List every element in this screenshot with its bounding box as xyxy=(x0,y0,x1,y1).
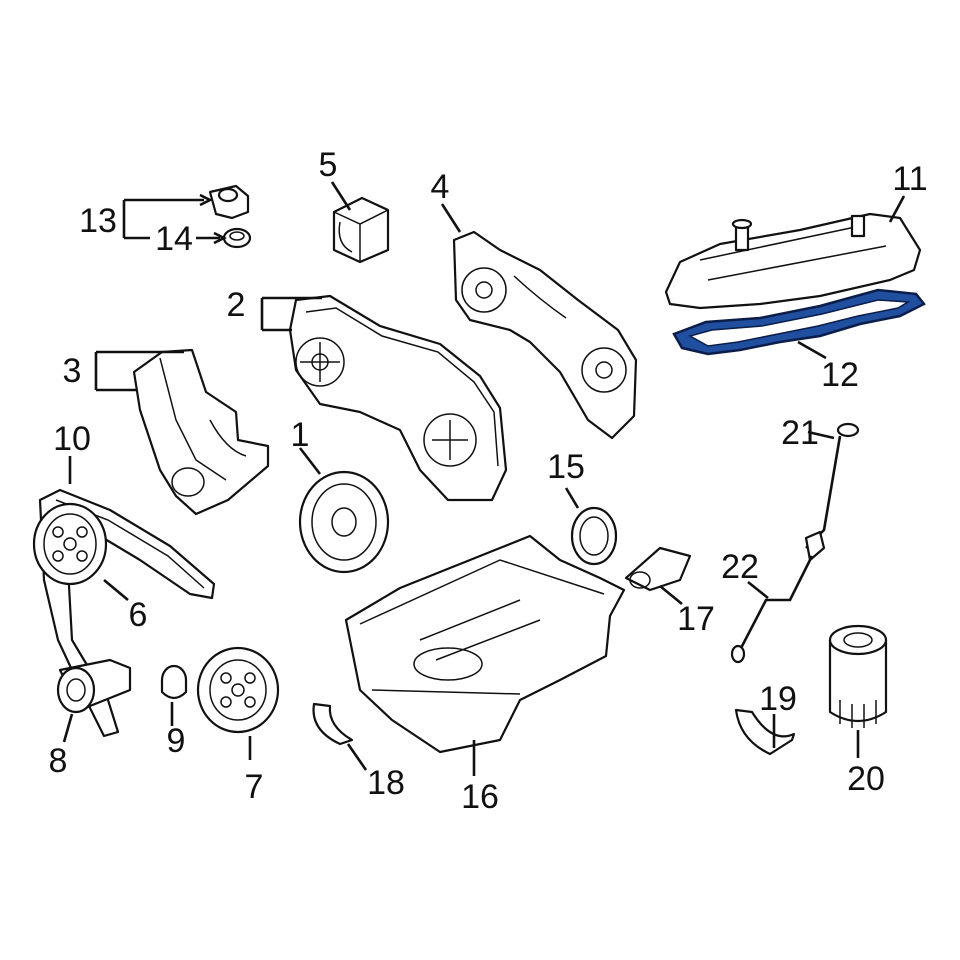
callout-18[interactable]: 18 xyxy=(367,764,405,802)
callout-17[interactable]: 17 xyxy=(677,600,715,638)
leader-8 xyxy=(62,713,74,743)
part-16-oil-pan[interactable] xyxy=(344,534,626,754)
leader-5 xyxy=(330,181,352,211)
part-19-seal[interactable] xyxy=(734,708,796,756)
callout-12[interactable]: 12 xyxy=(821,356,859,394)
part-3-lower-cover[interactable] xyxy=(132,348,270,516)
leader-13-14 xyxy=(122,198,220,240)
leader-6 xyxy=(103,579,129,601)
leader-4 xyxy=(440,203,462,233)
part-8-tensioner[interactable] xyxy=(56,658,132,714)
part-9-spacer[interactable] xyxy=(160,664,188,700)
leader-12 xyxy=(797,340,827,360)
callout-7[interactable]: 7 xyxy=(245,768,264,806)
part-20-oil-filter[interactable] xyxy=(828,624,888,728)
callout-16[interactable]: 16 xyxy=(461,778,499,816)
callout-9[interactable]: 9 xyxy=(167,722,186,760)
callout-8[interactable]: 8 xyxy=(49,742,68,780)
leader-1 xyxy=(298,447,322,475)
part-6-cam-sprocket[interactable] xyxy=(32,502,108,586)
part-12-gasket[interactable] xyxy=(672,288,926,356)
callout-20[interactable]: 20 xyxy=(847,760,885,798)
part-17-strainer[interactable] xyxy=(624,546,692,592)
part-15-seal[interactable] xyxy=(570,506,618,566)
callout-19[interactable]: 19 xyxy=(759,680,797,718)
callout-3[interactable]: 3 xyxy=(63,352,82,390)
part-11-valve-cover[interactable] xyxy=(664,212,922,310)
callout-6[interactable]: 6 xyxy=(129,596,148,634)
leader-21 xyxy=(807,430,835,440)
callout-21[interactable]: 21 xyxy=(781,414,819,452)
leader-18 xyxy=(346,743,368,771)
part-7-crank-sprocket[interactable] xyxy=(196,646,280,734)
leader-11 xyxy=(888,195,906,223)
part-14-seal[interactable] xyxy=(222,227,252,249)
callout-11[interactable]: 11 xyxy=(892,160,927,198)
part-18-seal-strip[interactable] xyxy=(312,702,354,746)
part-1-crank-pulley[interactable] xyxy=(298,470,390,574)
callout-1[interactable]: 1 xyxy=(291,416,310,454)
callout-2[interactable]: 2 xyxy=(227,286,246,324)
leader-3 xyxy=(94,350,184,392)
callout-22[interactable]: 22 xyxy=(721,548,759,586)
leader-17 xyxy=(659,584,683,606)
callout-13[interactable]: 13 xyxy=(79,202,117,240)
part-22-dipstick-tube[interactable] xyxy=(730,530,826,664)
part-5-mount[interactable] xyxy=(332,196,390,264)
leader-15 xyxy=(564,487,580,509)
part-2-timing-cover[interactable] xyxy=(288,294,508,502)
callout-14[interactable]: 14 xyxy=(155,220,193,258)
callout-10[interactable]: 10 xyxy=(53,420,91,458)
callout-4[interactable]: 4 xyxy=(431,168,450,206)
leader-2 xyxy=(260,296,322,332)
callout-15[interactable]: 15 xyxy=(547,448,585,486)
part-4-rear-cover[interactable] xyxy=(452,230,638,440)
callout-5[interactable]: 5 xyxy=(319,146,338,184)
leader-22 xyxy=(747,580,769,600)
arrowheads-13-14 xyxy=(199,193,227,245)
part-13-sensor[interactable] xyxy=(208,184,250,220)
